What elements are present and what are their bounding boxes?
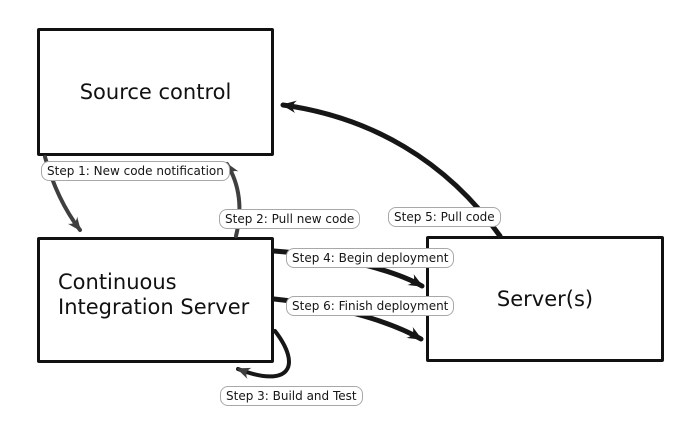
edge-label-step-6: Step 6: Finish deployment — [286, 296, 455, 316]
node-ci-server: Continuous Integration Server — [37, 237, 274, 363]
edge-label-step-1: Step 1: New code notification — [41, 161, 230, 181]
edge-label-step-2: Step 2: Pull new code — [219, 209, 361, 229]
node-servers: Server(s) — [426, 236, 664, 362]
node-source-control-label: Source control — [79, 79, 232, 104]
edge-label-step-4: Step 4: Begin deployment — [286, 248, 455, 268]
node-servers-label: Server(s) — [496, 286, 594, 311]
node-ci-server-label: Continuous Integration Server — [58, 270, 250, 319]
edge-label-step-3: Step 3: Build and Test — [220, 386, 363, 406]
edge-label-step-5: Step 5: Pull code — [388, 207, 501, 227]
node-source-control: Source control — [37, 28, 274, 156]
